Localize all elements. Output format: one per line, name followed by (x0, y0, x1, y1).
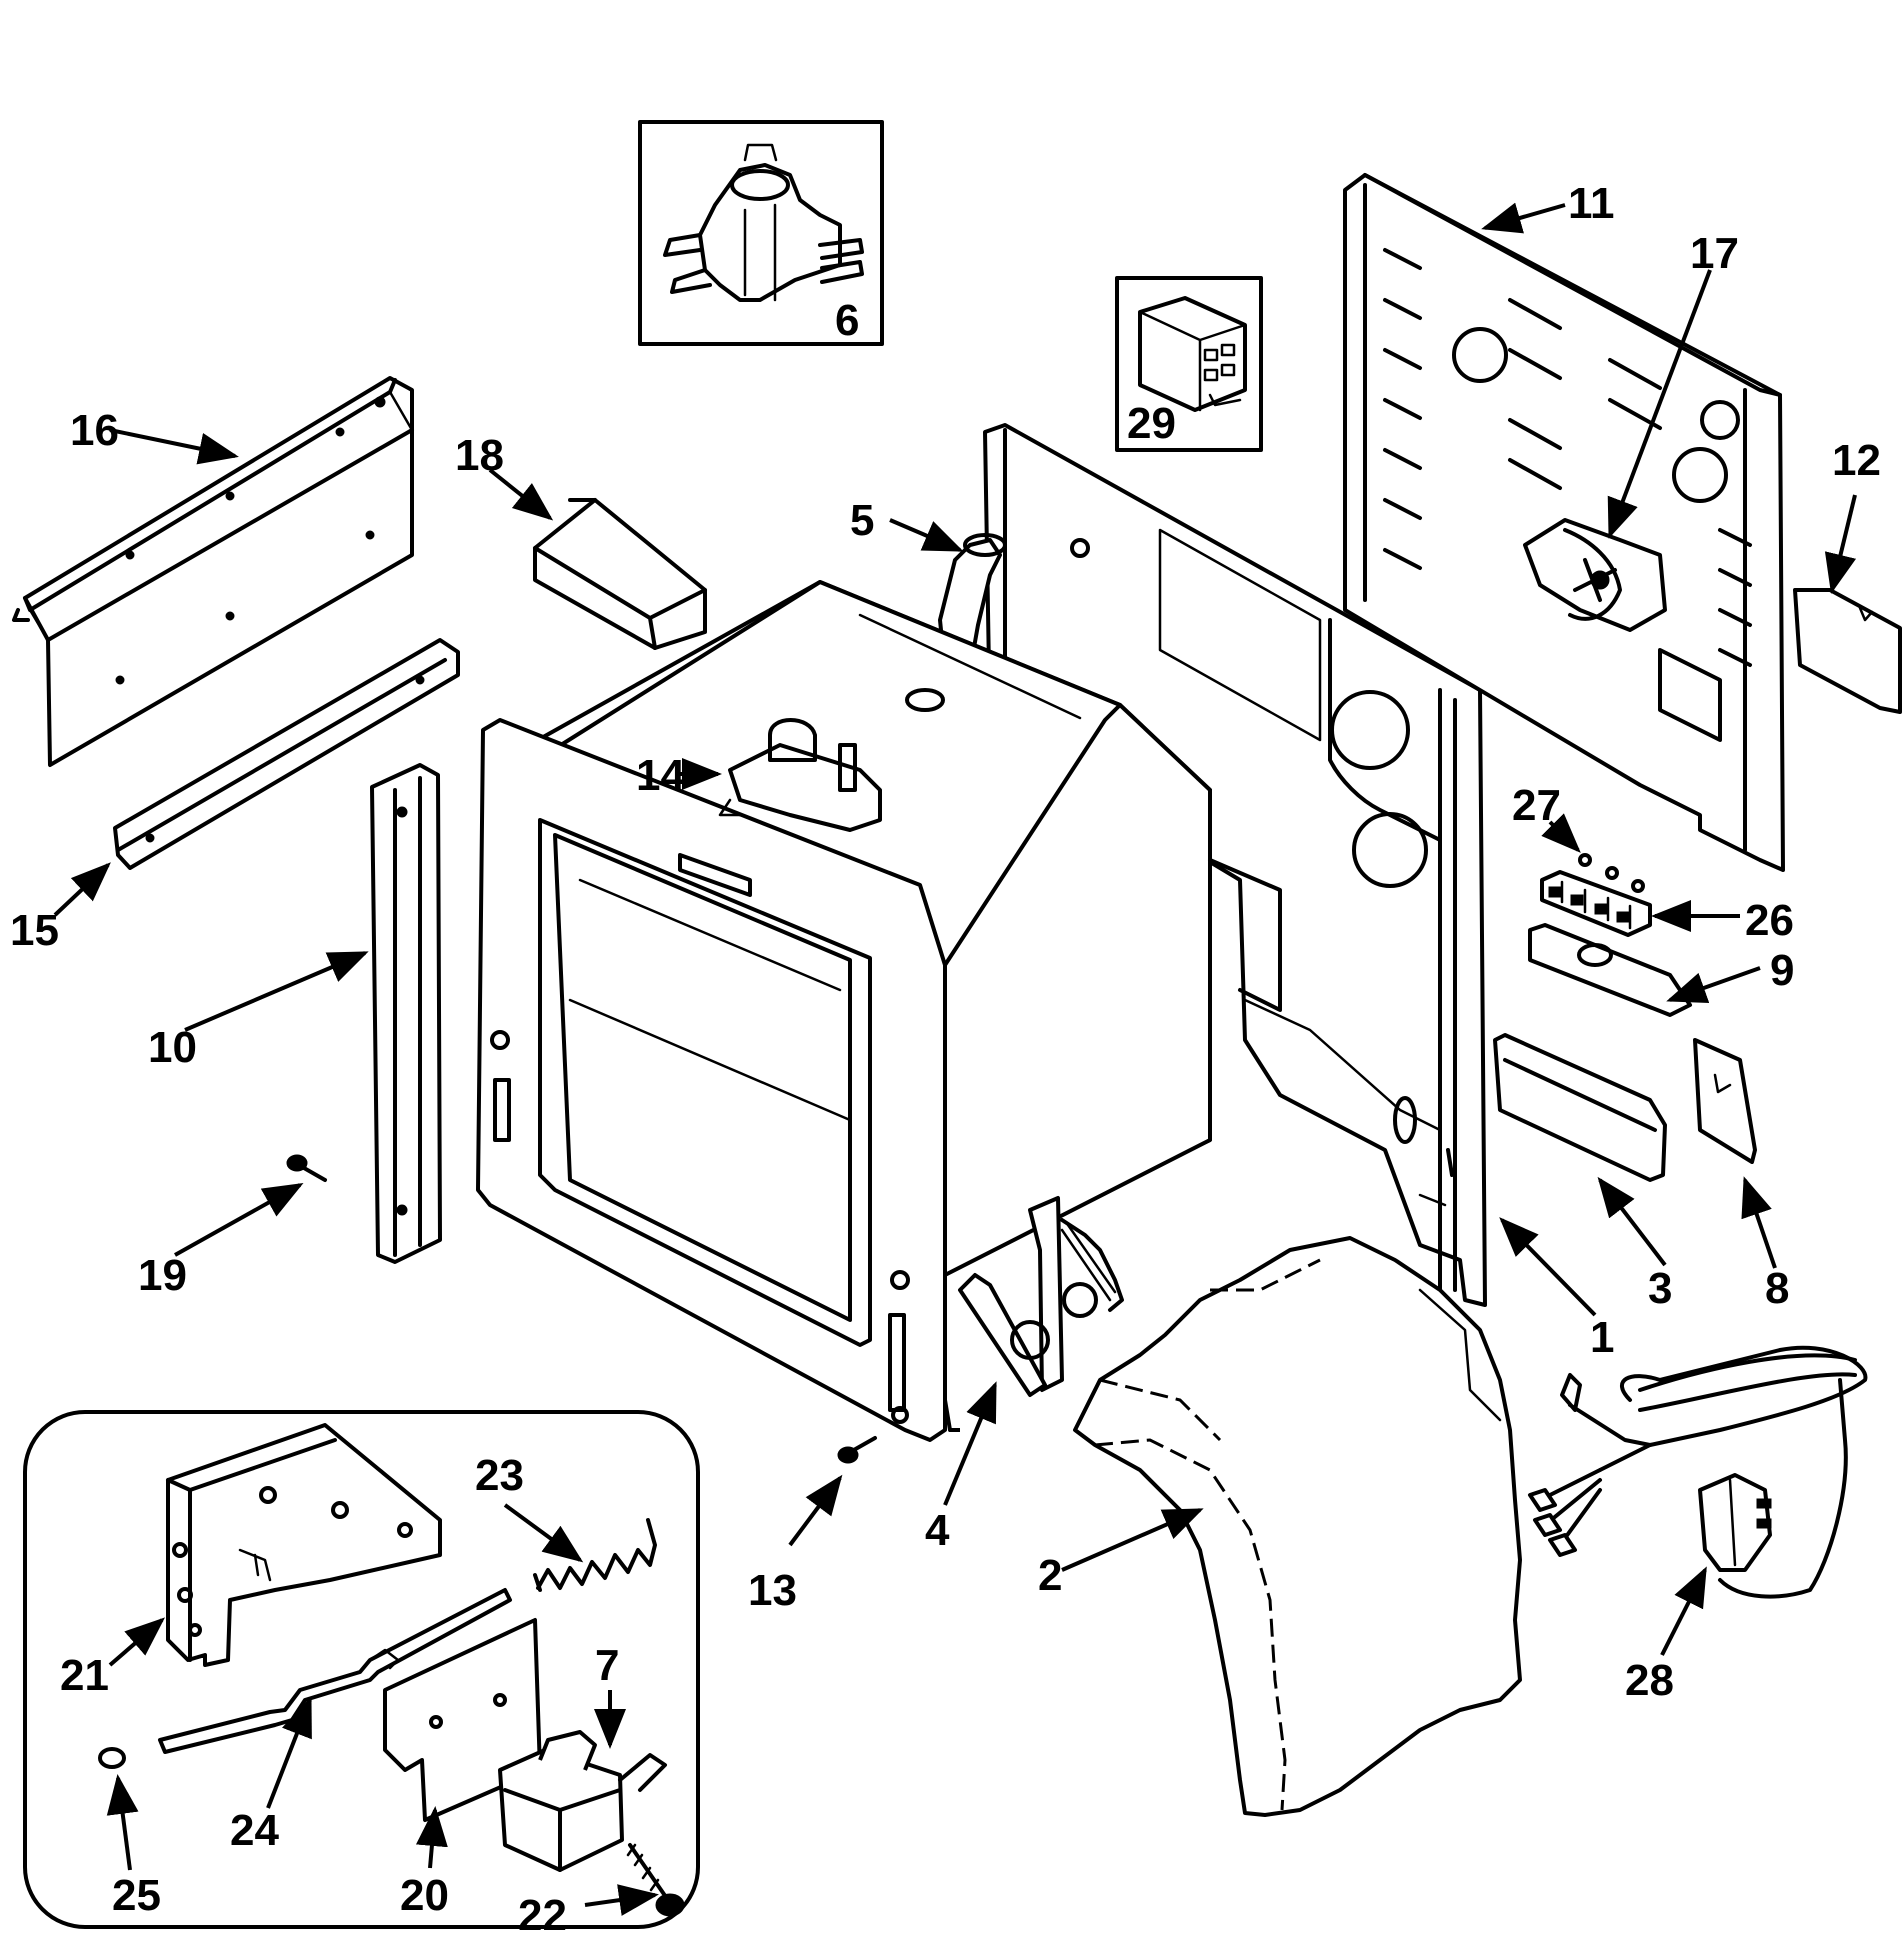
part-9-bracket (1528, 923, 1692, 1017)
callout-20: 20 (400, 1871, 449, 1920)
callout-4: 4 (925, 1506, 950, 1555)
part-16-trim-panel (12, 376, 414, 767)
callout-25: 25 (112, 1871, 161, 1920)
part-14-thermostat (718, 718, 882, 832)
part-26-terminal-block (1540, 870, 1652, 937)
part-18-terminal-box (533, 498, 707, 650)
callout-5: 5 (850, 496, 874, 545)
callout-21: 21 (60, 1651, 109, 1700)
part-3-rail (1493, 1033, 1667, 1182)
callout-13: 13 (748, 1566, 797, 1615)
callout-24: 24 (230, 1806, 279, 1855)
part-7-switch (498, 1730, 667, 1872)
callout-18: 18 (455, 431, 504, 480)
part-4-hinge (958, 1196, 1124, 1397)
inset-door-lock-assembly (23, 1410, 700, 1929)
part-22-screw (626, 1843, 685, 1917)
callout-9: 9 (1770, 946, 1794, 995)
callout-23: 23 (475, 1451, 524, 1500)
part-27-nuts (1578, 853, 1645, 893)
part-21-lock-bracket (166, 1423, 442, 1667)
callout-6: 6 (835, 296, 859, 345)
callout-26: 26 (1745, 896, 1794, 945)
part-15-rail (113, 638, 460, 870)
callout-3: 3 (1648, 1264, 1672, 1313)
callout-16: 16 (70, 406, 119, 455)
part-6-thermostat (638, 120, 884, 346)
callout-11: 11 (1568, 179, 1615, 228)
callout-14: 14 (636, 751, 685, 800)
part-23-spring (533, 1518, 657, 1592)
part-25-grommet (98, 1747, 126, 1769)
callout-10: 10 (148, 1023, 197, 1072)
callout-27: 27 (1512, 781, 1561, 830)
callout-29: 29 (1127, 399, 1176, 448)
callout-22: 22 (518, 1891, 567, 1940)
part-10-side-rail (370, 763, 442, 1264)
part-8-plate (1693, 1038, 1757, 1164)
oven-cavity (476, 580, 1282, 1442)
part-28-power-cord (1528, 1345, 1868, 1599)
part-17-fan-motor (1523, 518, 1667, 632)
part-13-screw (837, 1436, 877, 1464)
part-2-insulation (1073, 1236, 1522, 1817)
callout-7: 7 (595, 1641, 619, 1690)
callout-12: 12 (1832, 436, 1881, 485)
part-12-cover-plate (1793, 588, 1902, 714)
callout-17: 17 (1690, 229, 1739, 278)
callout-15: 15 (10, 906, 59, 955)
callout-1: 1 (1590, 1313, 1614, 1362)
callout-2: 2 (1038, 1551, 1062, 1600)
callout-28: 28 (1625, 1656, 1674, 1705)
part-19-screw (286, 1154, 327, 1182)
part-29-relay (1115, 276, 1263, 452)
callout-8: 8 (1765, 1264, 1789, 1313)
callout-19: 19 (138, 1251, 187, 1300)
